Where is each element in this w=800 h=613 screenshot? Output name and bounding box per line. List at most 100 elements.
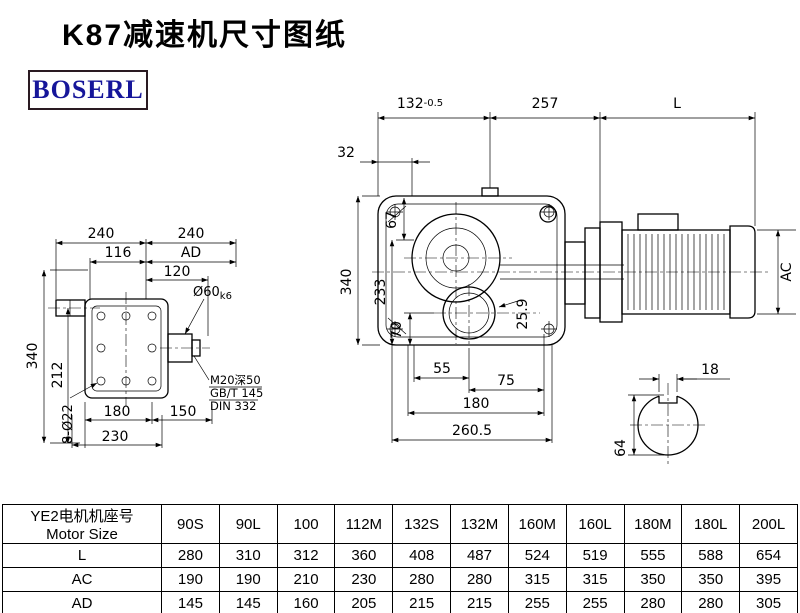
column-header-200L: 200L <box>739 504 798 544</box>
dim-value: 160 <box>276 591 336 613</box>
dim-18: 18 <box>701 362 719 378</box>
dim-260-5: 260.5 <box>452 423 492 439</box>
dim-value: 215 <box>450 591 509 613</box>
keyway-slot <box>658 396 678 404</box>
row-label-L: L <box>2 543 162 568</box>
dim-value: 210 <box>276 567 336 592</box>
brand-logo-text: BOSERL <box>32 75 144 104</box>
column-header-180L: 180L <box>681 504 741 544</box>
dim-value: 654 <box>739 543 798 568</box>
side-view: 240 240 116 AD 120 Ø60k6 340 212 8-Ø22 1… <box>25 226 263 448</box>
dim-32: 32 <box>337 145 355 161</box>
dim-120: 120 <box>164 264 191 280</box>
dim-75: 75 <box>497 373 515 389</box>
dim-value: 190 <box>218 567 278 592</box>
dim-value: 280 <box>623 591 683 613</box>
bolt-holes <box>96 311 157 386</box>
dim-value: 315 <box>507 567 567 592</box>
dim-340-main: 340 <box>339 269 355 296</box>
bolt-pattern-note: 8-Ø22 <box>61 404 76 444</box>
dim-value: 588 <box>681 543 741 568</box>
dim-value: 350 <box>681 567 741 592</box>
tap-note-line2: GB/T 145 <box>210 386 263 400</box>
tap-note-line3: DIN 332 <box>210 399 256 413</box>
dim-value: 145 <box>161 591 220 613</box>
dim-value: 360 <box>334 543 394 568</box>
fan-cover <box>729 225 756 319</box>
motor-fins <box>627 234 725 310</box>
dim-value: 215 <box>392 591 452 613</box>
dim-value: 280 <box>450 567 509 592</box>
column-header-132S: 132S <box>392 504 452 544</box>
dim-value: 145 <box>218 591 278 613</box>
dim-240-right: 240 <box>178 226 205 242</box>
row-label-AD: AD <box>2 591 162 613</box>
dim-AD: AD <box>181 245 201 261</box>
dim-value: 395 <box>739 567 798 592</box>
dim-value: 230 <box>334 567 394 592</box>
dim-value: 555 <box>623 543 683 568</box>
dim-value: 487 <box>450 543 509 568</box>
dim-value: 310 <box>218 543 278 568</box>
column-header-160L: 160L <box>565 504 625 544</box>
dim-340-side: 340 <box>25 343 41 370</box>
dim-value: 280 <box>161 543 220 568</box>
dim-180-side: 180 <box>104 404 131 420</box>
technical-drawing: 240 240 116 AD 120 Ø60k6 340 212 8-Ø22 1… <box>25 96 796 467</box>
breather-plug <box>481 187 499 197</box>
dim-257: 257 <box>532 96 559 112</box>
input-shaft-stub <box>55 299 86 317</box>
page-title: K87减速机尺寸图纸 <box>62 19 348 52</box>
dim-value: 519 <box>565 543 625 568</box>
dim-132: 132-0.5 <box>397 96 443 112</box>
dim-value: 524 <box>507 543 567 568</box>
motor-size-header-en: Motor Size <box>46 526 118 543</box>
dim-value: 280 <box>392 567 452 592</box>
shaft-section-view: 18 64 <box>613 362 730 467</box>
oil-plug <box>539 205 557 223</box>
dim-240-left: 240 <box>88 226 115 242</box>
dim-value: 305 <box>739 591 798 613</box>
dim-value: 315 <box>565 567 625 592</box>
dim-25-9: 25.9 <box>515 298 531 329</box>
dim-value: 255 <box>507 591 567 613</box>
tap-note-line1: M20深50 <box>210 373 261 387</box>
column-header-112M: 112M <box>334 504 394 544</box>
column-header-90L: 90L <box>218 504 278 544</box>
motor-size-header-cn: YE2电机机座号 <box>30 508 134 525</box>
dim-value: 350 <box>623 567 683 592</box>
dim-value: 190 <box>161 567 220 592</box>
column-header-180M: 180M <box>623 504 683 544</box>
dim-67: 67 <box>384 211 400 229</box>
gearbox-housing-front <box>377 195 566 346</box>
dim-value: 255 <box>565 591 625 613</box>
dim-212: 212 <box>50 362 66 389</box>
dim-70: 70 <box>389 321 405 339</box>
lower-bore <box>442 286 496 340</box>
dim-shaft-diameter: Ø60k6 <box>193 285 232 302</box>
output-shaft-boss <box>411 213 501 303</box>
dim-value: 205 <box>334 591 394 613</box>
motor <box>500 213 756 323</box>
column-header-90S: 90S <box>161 504 220 544</box>
row-label-AC: AC <box>2 567 162 592</box>
column-header-160M: 160M <box>507 504 567 544</box>
dim-value: 312 <box>276 543 336 568</box>
dim-233: 233 <box>373 279 389 306</box>
dim-AC: AC <box>779 262 795 281</box>
dim-150: 150 <box>170 404 197 420</box>
dim-value: 408 <box>392 543 452 568</box>
main-view: 132-0.5 257 L 32 67 233 70 340 25.9 55 7… <box>337 96 796 443</box>
column-header-100: 100 <box>276 504 336 544</box>
brand-logo: BOSERL <box>28 70 148 110</box>
motor-size-header: YE2电机机座号 Motor Size <box>2 504 162 544</box>
dim-L: L <box>673 96 681 112</box>
dim-value: 280 <box>681 591 741 613</box>
dim-230: 230 <box>102 429 129 445</box>
